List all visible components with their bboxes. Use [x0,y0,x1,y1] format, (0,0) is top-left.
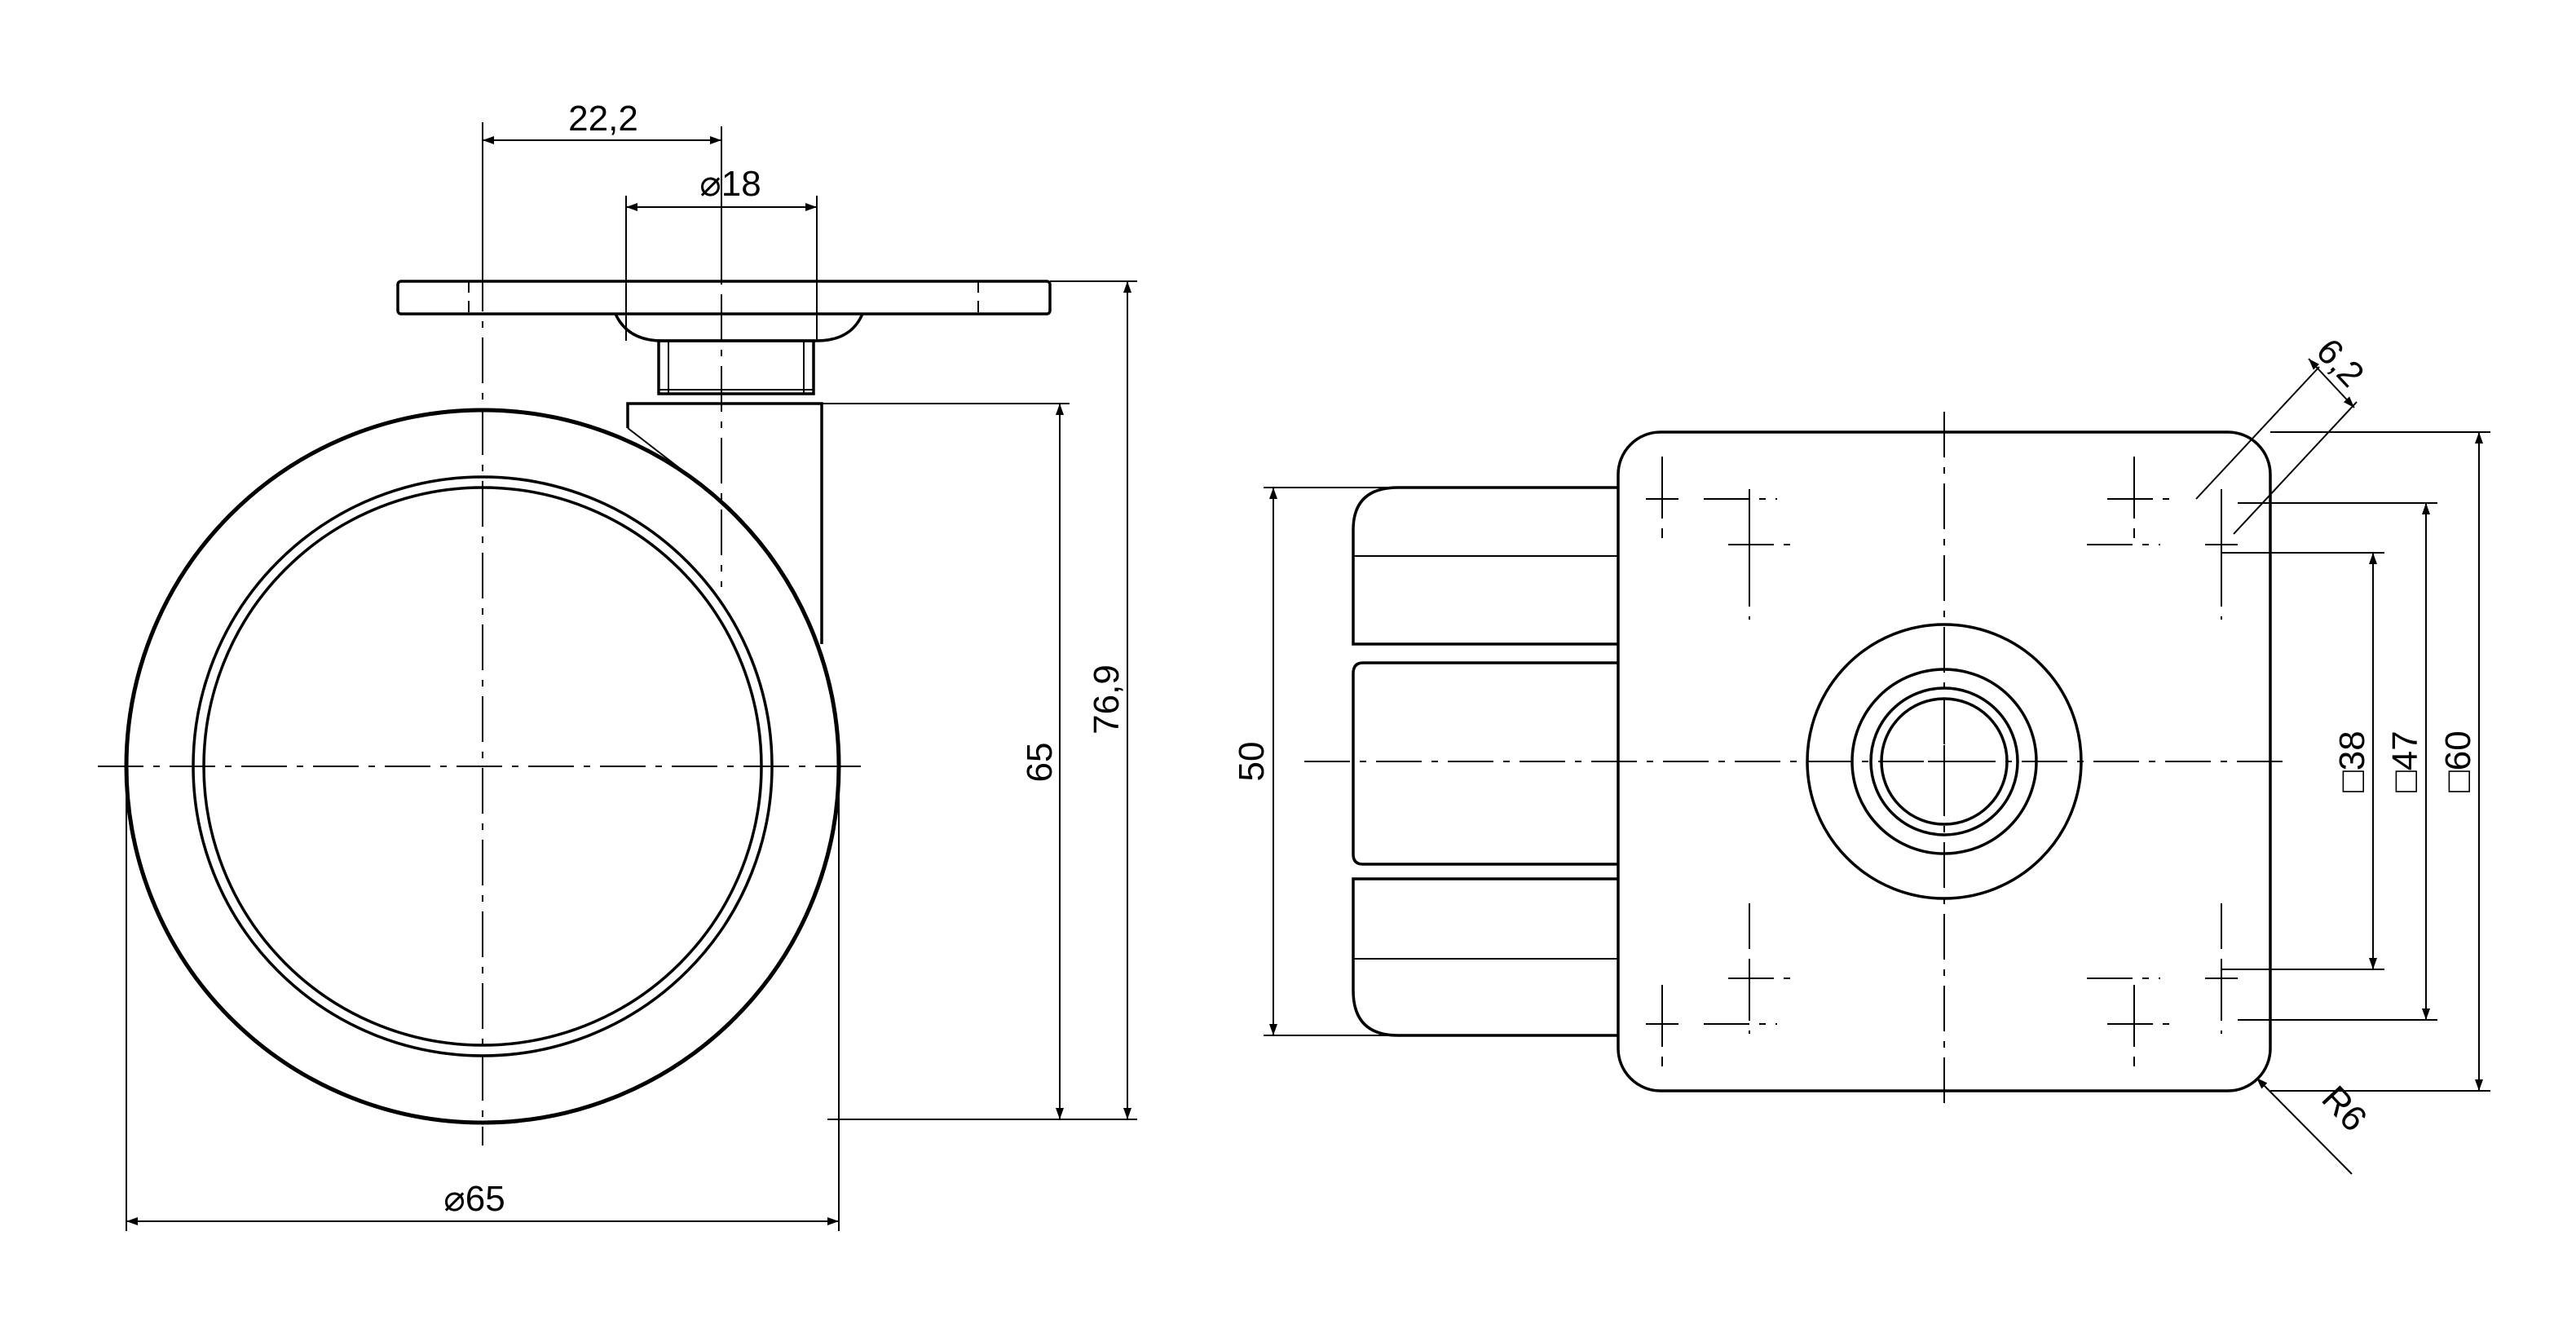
mount-hole-bottom-right [2103,914,2252,1031]
dim-total-height: 76,9 [1087,664,1127,735]
dim-square-60: □60 [2438,730,2478,792]
dim-offset: 22,2 [568,99,638,139]
dim-square-47: □47 [2385,730,2425,792]
mount-hole-top-left [1631,492,1780,609]
dim-wheel-diameter: ⌀65 [443,1179,505,1219]
wheel-top-middle [1352,661,1618,866]
swivel-stem [657,339,815,395]
dim-wheel-height: 65 [1020,743,1060,783]
mount-hole-top-right [2103,492,2252,609]
wheel-top-upper [1352,486,1618,646]
top-view: 50 □38 □47 □60 6,2 R6 [1232,331,2490,1175]
dim-hole-width: 6,2 [2309,331,2372,395]
dim-corner-radius: R6 [2314,1079,2375,1140]
mounting-plate [396,280,1052,316]
mount-hole-bottom-left [1631,914,1780,1031]
side-view: 22,2 ⌀18 76,9 65 ⌀65 [98,99,1137,1231]
dim-square-38: □38 [2332,730,2372,792]
dim-wheel-width: 50 [1232,742,1272,782]
bearing-collar [614,313,864,342]
wheel-top-lower [1352,877,1618,1037]
dim-stem-diameter: ⌀18 [699,164,761,204]
